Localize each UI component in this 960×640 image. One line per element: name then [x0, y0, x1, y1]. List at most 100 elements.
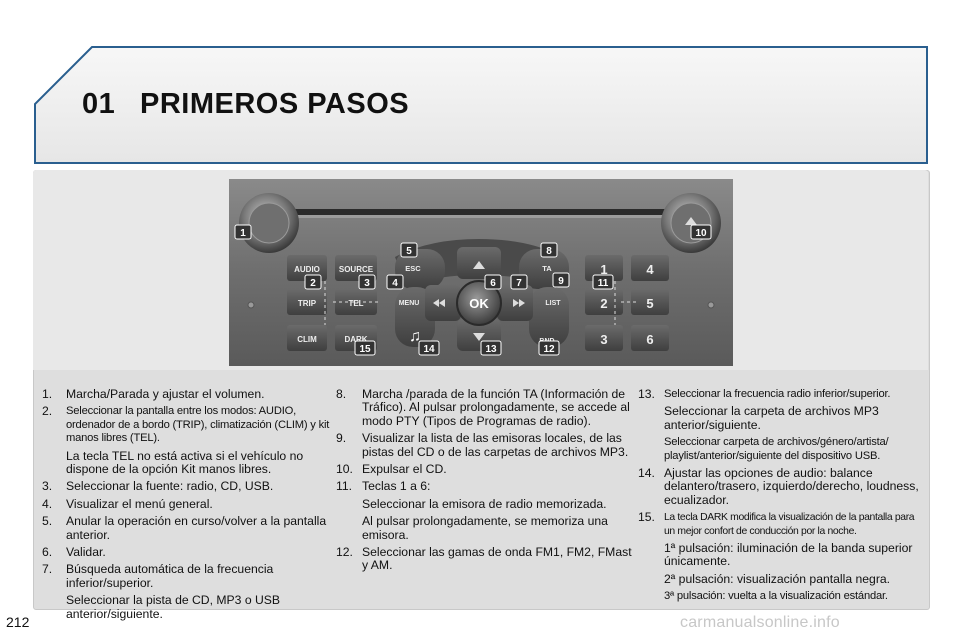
list-item: 10.Expulsar el CD. [336, 462, 447, 477]
svg-text:4: 4 [392, 278, 398, 289]
list-item: 12.Seleccionar las gamas de onda FM1, FM… [336, 545, 632, 573]
tel-button [335, 289, 377, 315]
list-item-note: Seleccionar la carpeta de archivos MP3 a… [664, 404, 879, 432]
preset-3-button [585, 325, 623, 351]
dark-label: DARK [344, 335, 367, 344]
ta-label: TA [542, 264, 552, 273]
tel-label: TEL [348, 299, 363, 308]
list-item-note: Seleccionar la emisora de radio memoriza… [362, 496, 607, 511]
clim-label: CLIM [297, 335, 317, 344]
svg-text:10: 10 [695, 228, 707, 239]
svg-text:6: 6 [490, 278, 496, 289]
esc-label: ESC [405, 264, 421, 273]
list-item-note: Al pulsar prolongadamente, se memoriza u… [362, 514, 608, 542]
down-arrow-icon [473, 333, 485, 341]
svg-text:8: 8 [546, 246, 552, 257]
callout-15: 15 [354, 340, 376, 356]
list-item: 3.Seleccionar la fuente: radio, CD, USB. [42, 479, 274, 494]
callout-14: 14 [418, 340, 440, 356]
trip-label: TRIP [298, 299, 317, 308]
list-item: 2.Seleccionar la pantalla entre los modo… [42, 404, 330, 445]
preset-1-label: 1 [600, 262, 607, 277]
callout-9: 9 [552, 272, 570, 288]
list-item: 5.Anular la operación en curso/volver a … [42, 514, 327, 542]
instructions-column-3: 13.Seleccionar la frecuencia radio infer… [638, 387, 924, 608]
preset-5-button [631, 289, 669, 315]
source-label: SOURCE [339, 265, 374, 274]
svg-text:1: 1 [240, 228, 246, 239]
preset-6-label: 6 [646, 332, 653, 347]
callout-2: 2 [304, 274, 322, 290]
clim-button [287, 325, 327, 351]
callout-1: 1 [234, 224, 252, 240]
ok-label: OK [469, 296, 489, 311]
preset-3-label: 3 [600, 332, 607, 347]
instructions-column-2: 8.Marcha /parada de la función TA (Infor… [336, 387, 632, 577]
rewind-icon [433, 299, 445, 307]
music-note-icon: ♫ [409, 328, 421, 345]
svg-text:9: 9 [558, 276, 564, 287]
callout-5: 5 [400, 242, 418, 258]
chapter-header [34, 46, 928, 164]
callout-3: 3 [358, 274, 376, 290]
list-item: 14.Ajustar las opciones de audio: balanc… [638, 466, 919, 507]
list-item: 13.Seleccionar la frecuencia radio infer… [638, 387, 891, 401]
svg-text:13: 13 [485, 344, 497, 355]
list-item: 7.Búsqueda automática de la frecuencia i… [42, 562, 274, 590]
list-item: 1.Marcha/Parada y ajustar el volumen. [42, 387, 265, 401]
list-item-note: Seleccionar la pista de CD, MP3 o USB an… [66, 593, 281, 621]
list-item-note: La tecla TEL no está activa si el vehícu… [66, 448, 304, 477]
page-title: PRIMEROS PASOS [140, 88, 410, 120]
cd-slot [289, 209, 669, 215]
list-item: 9.Visualizar la lista de las emisoras lo… [336, 431, 629, 459]
trip-button [287, 289, 327, 315]
callout-12: 12 [538, 340, 560, 356]
audio-label: AUDIO [294, 265, 320, 274]
svg-text:3: 3 [364, 278, 370, 289]
list-item: 4.Visualizar el menú general. [42, 496, 213, 511]
callout-6: 6 [484, 274, 502, 290]
svg-text:12: 12 [543, 344, 555, 355]
svg-text:11: 11 [598, 278, 609, 289]
esc-button [395, 249, 445, 289]
list-item: 8.Marcha /parada de la función TA (Infor… [336, 387, 630, 428]
callout-11: 11 [592, 274, 614, 290]
callout-8: 8 [540, 242, 558, 258]
radio-front-panel: AUDIO SOURCE TRIP TEL CLIM DARK OK ESC M… [229, 179, 733, 366]
eject-icon [685, 217, 697, 225]
callout-4: 4 [386, 274, 404, 290]
chapter-number: 01 [82, 88, 116, 120]
watermark: carmanualsonline.info [680, 614, 840, 631]
list-button [529, 287, 569, 347]
preset-1-button [585, 255, 623, 281]
list-label: LIST [545, 300, 561, 307]
svg-text:7: 7 [516, 278, 522, 289]
instructions-column-1: 1.Marcha/Parada y ajustar el volumen. 2.… [42, 387, 332, 625]
preset-4-button [631, 255, 669, 281]
preset-2-button [585, 289, 623, 315]
list-item: 15.La tecla DARK modifica la visualizaci… [638, 510, 915, 537]
forward-icon [513, 299, 525, 307]
preset-6-button [631, 325, 669, 351]
preset-2-label: 2 [600, 296, 607, 311]
preset-4-label: 4 [646, 262, 654, 277]
list-item-note: 1ª pulsación: iluminación de la banda su… [664, 541, 913, 569]
list-item: 6.Validar. [42, 545, 106, 560]
ok-button [456, 280, 502, 326]
list-item-note: 3ª pulsación: vuelta a la visualización … [664, 590, 888, 603]
svg-text:14: 14 [423, 344, 435, 355]
list-item-note: Seleccionar carpeta de archivos/género/a… [664, 436, 889, 462]
up-arrow-icon [473, 261, 485, 269]
callout-13: 13 [480, 340, 502, 356]
header-frame [34, 46, 928, 164]
menu-label: MENU [399, 300, 420, 307]
list-item: 11.Teclas 1 a 6: [336, 479, 431, 494]
page-number: 212 [6, 614, 30, 630]
callout-10: 10 [690, 224, 712, 240]
preset-5-label: 5 [646, 296, 653, 311]
svg-text:15: 15 [359, 344, 371, 355]
callout-7: 7 [510, 274, 528, 290]
svg-text:2: 2 [310, 278, 316, 289]
list-item-note: 2ª pulsación: visualización pantalla neg… [664, 571, 891, 586]
svg-text:5: 5 [406, 246, 412, 257]
